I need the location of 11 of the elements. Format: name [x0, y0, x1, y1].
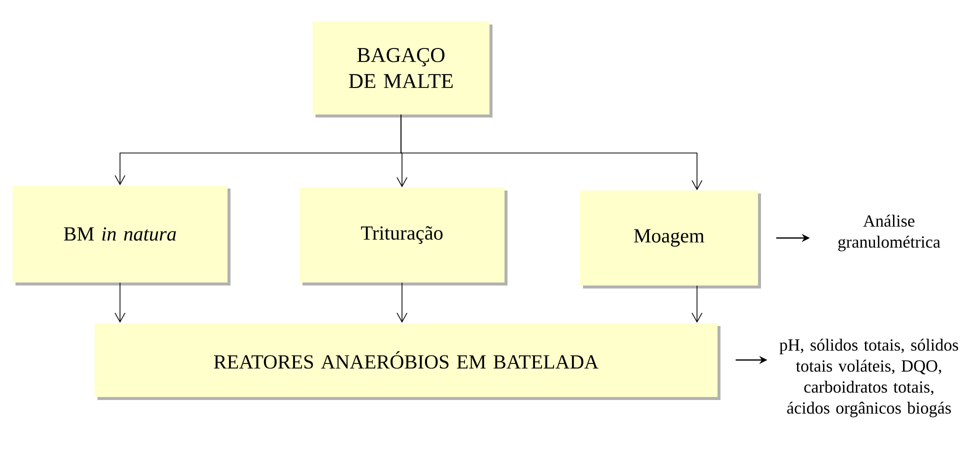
result-text: Análise granulométrica — [838, 214, 940, 252]
process-box: Trituração — [300, 188, 508, 286]
arrow — [400, 114, 702, 190]
process-box: BAGAÇO DE MALTE — [312, 22, 492, 118]
process-box: Moagem — [580, 190, 761, 288]
process-box: BM in natura — [12, 186, 230, 286]
result-text: pH, sólidos totais, sólidos totais voláteis, DQO, carboidratos totais, ácidos orgânicos biogás — [780, 338, 958, 418]
process-box: REATORES ANAERÓBIOS EM BATELADA — [94, 323, 720, 400]
arrow — [114, 282, 126, 323]
arrow — [396, 282, 408, 323]
arrow — [692, 285, 702, 323]
